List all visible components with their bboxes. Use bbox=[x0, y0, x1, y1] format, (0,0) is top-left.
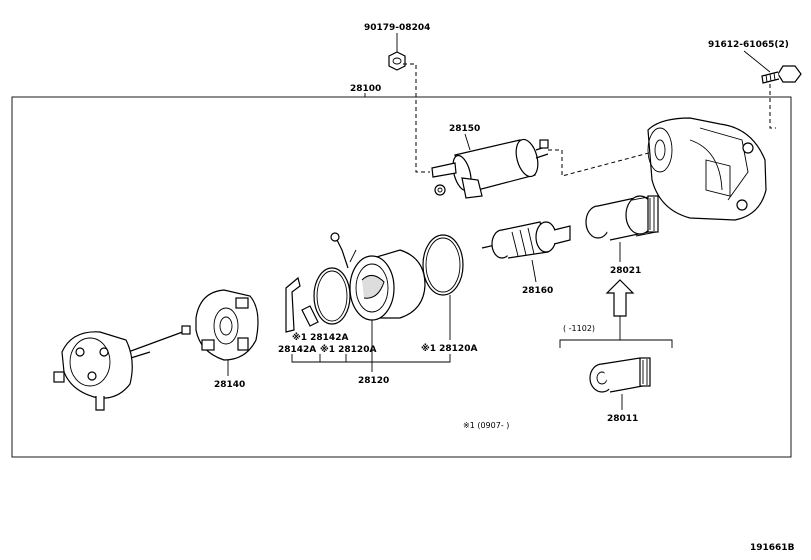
brush-holder-part bbox=[195, 289, 259, 361]
range-bracket bbox=[559, 339, 673, 348]
leader-91612 bbox=[743, 50, 771, 73]
label-28140: 28140 bbox=[214, 380, 245, 390]
label-28160: 28160 bbox=[522, 286, 553, 296]
end-frame-part bbox=[53, 325, 191, 411]
dashed-line-nut bbox=[403, 63, 430, 173]
note-range-upto: ( -1102) bbox=[563, 324, 595, 333]
clip-part-1 bbox=[285, 276, 301, 333]
nut-part bbox=[388, 51, 406, 71]
bracket-28120 bbox=[291, 354, 451, 363]
assembly-frame bbox=[11, 96, 792, 458]
label-28150: 28150 bbox=[449, 124, 480, 134]
label-28011: 28011 bbox=[607, 414, 638, 424]
label-28120A-left: ※1 28120A bbox=[320, 344, 376, 355]
label-28142A-2: 28142A bbox=[278, 345, 316, 355]
pinion-part bbox=[589, 357, 651, 393]
dashed-line-bolt bbox=[769, 84, 776, 129]
armature-part bbox=[481, 221, 571, 259]
clip-part-2 bbox=[301, 305, 319, 327]
label-91612-61065: 91612-61065(2) bbox=[708, 40, 789, 50]
o-ring-right bbox=[422, 234, 464, 296]
o-ring-left bbox=[313, 267, 351, 325]
bolt-part bbox=[761, 65, 802, 84]
label-28120: 28120 bbox=[358, 376, 389, 386]
dashed-line-solenoid bbox=[548, 149, 661, 177]
o-ring-left-inner bbox=[316, 270, 348, 322]
o-ring-right-inner bbox=[425, 237, 461, 293]
drive-housing-part bbox=[647, 117, 767, 221]
label-28142A-1: ※1 28142A bbox=[292, 332, 348, 343]
label-90179-08204: 90179-08204 bbox=[364, 23, 430, 33]
footnote: ※1 (0907- ) bbox=[463, 421, 509, 430]
yoke-part bbox=[330, 232, 426, 321]
label-28100: 28100 bbox=[350, 84, 381, 94]
clutch-part bbox=[585, 195, 659, 241]
solenoid-part bbox=[431, 138, 549, 199]
diagram-id: 191661B bbox=[750, 543, 795, 553]
leader-28150 bbox=[464, 133, 471, 151]
label-28021: 28021 bbox=[610, 266, 641, 276]
leader-28160 bbox=[531, 259, 537, 283]
label-28120A-right: ※1 28120A bbox=[421, 343, 477, 354]
arrow-up-icon bbox=[605, 279, 635, 317]
